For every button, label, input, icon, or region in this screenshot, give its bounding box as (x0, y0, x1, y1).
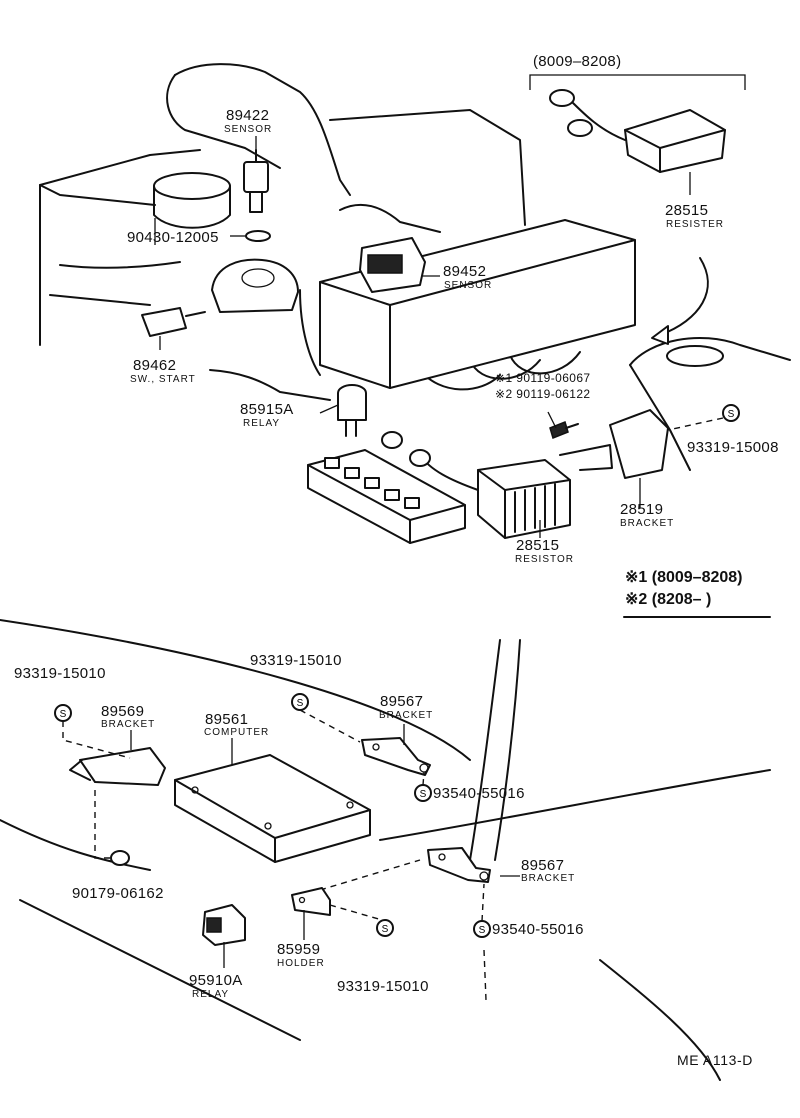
screw-1-number: ※1 90119-06067 (495, 371, 591, 385)
sensor-89452-part (359, 237, 426, 293)
screw-part (549, 420, 579, 440)
body-panels (0, 619, 771, 1081)
nut-top-part (722, 404, 740, 422)
relay-85915A-part (337, 384, 367, 437)
junction-block (307, 449, 466, 544)
nut-bottom-part (376, 919, 394, 937)
nut-90179-part (94, 790, 130, 866)
computer-89561-name: COMPUTER (204, 727, 270, 738)
holder-85959-name: HOLDER (277, 958, 325, 969)
bolt-lower-number: 93540-55016 (492, 921, 584, 938)
relay-95910A-number: 95910A (189, 972, 243, 989)
switch-89462-name: SW., START (130, 374, 196, 385)
bolt-lower-leader (481, 883, 485, 922)
detail-arrowhead (651, 325, 669, 345)
bracket-89567-upper-name: BRACKET (379, 710, 434, 721)
nut-left-number: 93319-15010 (14, 665, 106, 682)
bracket-89567-lower-name: BRACKET (521, 873, 576, 884)
bracket-89569-part (69, 747, 166, 786)
sensor-89422-number: 89422 (226, 107, 270, 124)
resister-28515-number: 28515 (665, 202, 709, 219)
nut-bottom-number: 93319-15010 (337, 978, 429, 995)
bolt-lower-leader2 (483, 949, 487, 1001)
resister-28515-name: RESISTER (666, 219, 725, 230)
variant-resister: (8009–8208) (533, 53, 622, 70)
sensor-89452-number: 89452 (443, 263, 487, 280)
housing-box (319, 203, 636, 389)
bracket-89567-upper-part (361, 737, 431, 776)
nut-top-leader (667, 417, 724, 431)
switch-89462-part (141, 307, 206, 337)
sensor-89422-name: SENSOR (224, 124, 273, 135)
nut-s-6: S (382, 924, 389, 935)
relay-85915A-number: 85915A (240, 401, 294, 418)
bracket-28519-name: BRACKET (620, 518, 675, 529)
figure-reference: ME A113-D (677, 1052, 753, 1068)
holder-85959-part (291, 887, 331, 916)
sensor-89452-name: SENSOR (444, 280, 493, 291)
fender-outline (629, 336, 791, 471)
filler-cap (153, 172, 231, 229)
bracket-28519-number: 28519 (620, 501, 664, 518)
computer-89561-part (174, 754, 371, 863)
nut-mid-number: 93319-15010 (250, 652, 342, 669)
resister-detail (529, 74, 746, 195)
bracket-89567-lower-part (427, 847, 491, 883)
nut-top-number: 93319-15008 (687, 439, 779, 456)
screw-2-number: ※2 90119-06122 (495, 387, 591, 401)
note-1: ※1 (8009–8208) (625, 569, 743, 586)
bracket-89567-upper-number: 89567 (380, 693, 424, 710)
note-2: ※2 (8208– ) (625, 591, 712, 608)
gasket-number: 90430-12005 (127, 229, 219, 246)
relay-85915A-name: RELAY (243, 418, 281, 429)
bracket-89569-name: BRACKET (101, 719, 156, 730)
resistor-28515-name: RESISTOR (515, 554, 574, 565)
nut-bottom-leader (329, 904, 383, 921)
resistor-28515-part (381, 431, 571, 539)
relay-95910A-name: RELAY (192, 989, 230, 1000)
bolt-upper-leader (422, 771, 425, 786)
gasket-part (245, 230, 271, 242)
nut-symbols: S S S S S S (60, 409, 735, 936)
holder-85959-number: 85959 (277, 941, 321, 958)
nut-mid-leader (299, 709, 361, 743)
bracket-28519-part (559, 409, 669, 479)
nut-s-1: S (728, 409, 735, 420)
relay-95910A-part (202, 904, 246, 946)
nut-s-3: S (297, 698, 304, 709)
resistor-28515-number: 28515 (516, 537, 560, 554)
detail-arrow (659, 257, 709, 336)
nut-s-4: S (420, 789, 427, 800)
leader-lines (130, 136, 641, 968)
bolt-upper-number: 93540-55016 (433, 785, 525, 802)
bracket-89569-number: 89569 (101, 703, 145, 720)
computer-89561-number: 89561 (205, 711, 249, 728)
thermo-housing (211, 258, 299, 313)
switch-89462-number: 89462 (133, 357, 177, 374)
sensor-89422-part (243, 149, 269, 213)
nut-s-5: S (479, 925, 486, 936)
nut-90179-number: 90179-06162 (72, 885, 164, 902)
bracket-89567-lower-number: 89567 (521, 857, 565, 874)
nut-s-2: S (60, 709, 67, 720)
holder-leader-up (319, 859, 421, 891)
